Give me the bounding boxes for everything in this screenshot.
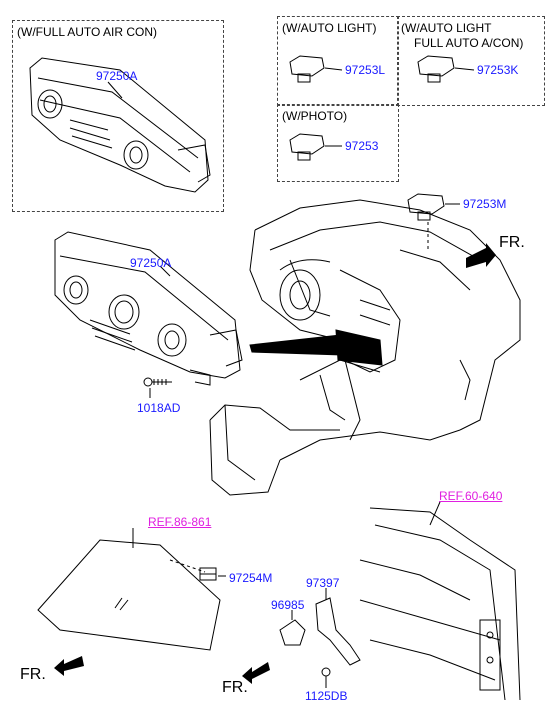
aircon-control-panel-mid bbox=[54, 231, 243, 386]
leader-97253K bbox=[454, 67, 475, 71]
sensor-97253L bbox=[289, 55, 325, 83]
part-97254M[interactable]: 97254M bbox=[229, 571, 273, 585]
part-97250A-top[interactable]: 97250A bbox=[96, 69, 138, 83]
box-full-auto-aircon bbox=[12, 20, 224, 212]
part-97253L[interactable]: 97253L bbox=[345, 63, 386, 77]
sensor-96985 bbox=[279, 619, 306, 646]
front-label-top: FR. bbox=[499, 234, 525, 251]
front-label-bottom-mid: FR. bbox=[222, 679, 248, 696]
bracket-97397 bbox=[315, 597, 361, 666]
box-photo bbox=[277, 104, 399, 182]
front-arrow-bottom-left-icon bbox=[54, 656, 84, 676]
part-97250A-mid[interactable]: 97250A bbox=[130, 256, 172, 270]
box-auto-light-aircon bbox=[397, 16, 545, 106]
sensor-97254M bbox=[199, 567, 217, 581]
leader-97250A-mid bbox=[159, 265, 171, 277]
leader-97253L bbox=[324, 67, 343, 71]
front-arrow-top-icon bbox=[466, 243, 496, 268]
part-96985[interactable]: 96985 bbox=[271, 598, 305, 612]
part-97397[interactable]: 97397 bbox=[306, 576, 340, 590]
front-arrow-bottom-mid-icon bbox=[242, 662, 270, 684]
ref-60-640-link[interactable]: REF.60-640 bbox=[439, 489, 503, 503]
screw-1125DB bbox=[321, 667, 331, 688]
part-97253[interactable]: 97253 bbox=[345, 139, 379, 153]
part-1018AD[interactable]: 1018AD bbox=[137, 401, 181, 415]
dashboard-assembly bbox=[209, 199, 521, 496]
leader-ref60 bbox=[429, 501, 441, 526]
screw-1018AD bbox=[143, 377, 172, 387]
box-auto-light bbox=[277, 16, 399, 106]
part-1125DB[interactable]: 1125DB bbox=[305, 689, 348, 703]
leader-97254M-install bbox=[169, 559, 206, 573]
sensor-97253 bbox=[289, 133, 325, 161]
ref-86-861-link[interactable]: REF.86-861 bbox=[148, 515, 212, 529]
label-full-auto-aircon: (W/FULL AUTO AIR CON) bbox=[17, 25, 158, 39]
leader-97250A-top bbox=[107, 81, 123, 99]
center-fascia-highlight bbox=[335, 329, 383, 366]
windshield-glass bbox=[37, 539, 221, 651]
sensor-97253K bbox=[417, 55, 455, 83]
sensor-97253M bbox=[407, 193, 445, 221]
part-97253M[interactable]: 97253M bbox=[463, 197, 507, 211]
label-photo: (W/PHOTO) bbox=[282, 109, 348, 123]
install-arrow bbox=[249, 334, 343, 356]
label-auto-light-aircon-1: (W/AUTO LIGHT bbox=[401, 21, 492, 35]
radiator-support-panel bbox=[359, 507, 521, 701]
label-auto-light-aircon-2: FULL AUTO A/CON) bbox=[414, 36, 524, 50]
label-auto-light: (W/AUTO LIGHT) bbox=[282, 21, 377, 35]
part-97253K[interactable]: 97253K bbox=[477, 63, 519, 77]
aircon-control-panel-top bbox=[29, 57, 211, 193]
front-label-bottom-left: FR. bbox=[20, 666, 46, 683]
